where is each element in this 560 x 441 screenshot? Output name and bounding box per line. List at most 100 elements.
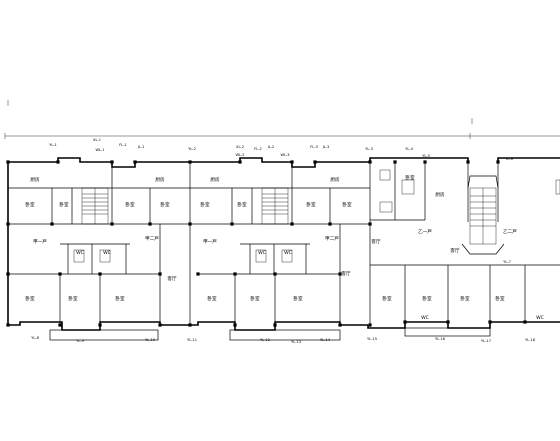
pipe-label-p20: YL-9: [76, 339, 84, 343]
reference-ticks: [7, 100, 473, 124]
column-15: [290, 222, 294, 226]
column-8: [368, 160, 372, 164]
column-26: [6, 323, 10, 327]
room-label-wc4: WC: [284, 250, 292, 256]
room-label-liv4: 客厅: [450, 247, 460, 254]
room-label-wc2: WC: [103, 250, 111, 256]
column-19: [58, 272, 62, 276]
unit-1-walls: [8, 167, 190, 325]
pipe-label-p8: WL-2: [235, 153, 244, 157]
pipe-label-p5: JL-1: [137, 145, 145, 149]
pipe-label-p27: YL-16: [435, 337, 446, 341]
stair-3: [469, 187, 497, 245]
pipe-label-p7: XL-2: [236, 145, 244, 149]
column-28: [98, 323, 102, 327]
room-label-kit3: 厨房: [210, 176, 220, 183]
room-label-kit1: 厨房: [30, 176, 40, 183]
room-label-apt3: 甲一戸: [203, 239, 217, 245]
pipe-label-p14: YL-3: [365, 147, 373, 151]
column-20: [98, 272, 102, 276]
columns: [6, 160, 527, 327]
pipe-label-p12: FL-3: [310, 145, 318, 149]
pipe-label-p4: FL-1: [119, 143, 127, 147]
column-24: [273, 272, 277, 276]
column-16: [328, 222, 332, 226]
pipe-label-p24: YL-13: [291, 340, 301, 344]
room-label-liv3: 客厅: [371, 238, 381, 245]
column-10: [50, 222, 54, 226]
pipe-label-p11: WL-3: [280, 153, 289, 157]
column-11: [110, 222, 114, 226]
column-32: [273, 323, 277, 327]
room-label-kit5: 厨房: [435, 191, 445, 198]
column-12: [148, 222, 152, 226]
column-27: [58, 323, 62, 327]
column-36: [446, 320, 450, 324]
room-label-bed1: 卧室: [25, 201, 35, 208]
column-0: [6, 160, 10, 164]
column-13: [188, 222, 192, 226]
room-label-bed4: 卧室: [160, 201, 170, 208]
pipe-label-p29: YL-18: [525, 338, 536, 342]
room-label-apt6: 乙二戸: [503, 228, 517, 235]
column-30: [188, 323, 192, 327]
room-label-apt2: 甲二戸: [145, 236, 159, 242]
pipe-label-p18: YL-7: [503, 260, 511, 264]
column-22: [196, 272, 200, 276]
room-label-bed7: 卧室: [306, 201, 316, 208]
stair-2: [261, 187, 289, 225]
room-label-bed10: 卧室: [25, 295, 35, 302]
room-label-bed5: 卧室: [200, 201, 210, 208]
room-label-kit4: 厨房: [330, 176, 340, 183]
pipe-label-p22: YL-11: [187, 338, 197, 342]
column-37: [488, 320, 492, 324]
pipe-label-p6: YL-2: [188, 147, 196, 151]
column-23: [233, 272, 237, 276]
pipe-label-p9: FL-2: [254, 147, 262, 151]
pipe-label-p16: YL-5: [422, 154, 430, 158]
room-label-bed3: 卧室: [125, 201, 135, 208]
column-34: [368, 323, 372, 327]
pipe-label-p26: YL-15: [367, 337, 377, 341]
pipe-label-p3: WL-1: [95, 148, 104, 152]
column-14: [230, 222, 234, 226]
room-label-bed13: 卧室: [207, 295, 217, 302]
column-42: [423, 160, 427, 164]
column-35: [403, 320, 407, 324]
column-29: [158, 323, 162, 327]
column-41: [393, 160, 397, 164]
unit-3-walls: [369, 158, 560, 325]
room-label-bed2: 卧室: [59, 201, 69, 208]
column-38: [523, 320, 527, 324]
room-label-kit2: 厨房: [155, 176, 165, 183]
pipe-label-p13: JL-3: [322, 145, 330, 149]
room-label-bed15: 卧室: [293, 295, 303, 302]
pipe-label-p23: YL-12: [260, 338, 270, 342]
column-7: [313, 160, 317, 164]
entry-canopy: [461, 175, 505, 255]
pipe-label-p15: YL-4: [405, 147, 413, 151]
room-label-liv2: 客厅: [341, 270, 351, 277]
column-40: [496, 160, 500, 164]
pipe-label-p21: YL-10: [145, 338, 156, 342]
pipe-label-p19: YL-8: [31, 336, 39, 340]
pipe-label-p10: JL-2: [267, 145, 275, 149]
axis-tick-line: [4, 133, 560, 139]
room-label-wc3: WC: [258, 250, 266, 256]
room-label-apt1: 甲一戸: [33, 239, 47, 245]
room-label-wc1: WC: [76, 250, 84, 256]
column-6: [290, 160, 294, 164]
room-label-apt4: 甲二戸: [325, 236, 339, 242]
room-label-bed9: 卧室: [405, 174, 415, 181]
room-label-bed14: 卧室: [250, 295, 260, 302]
column-39: [466, 160, 470, 164]
stair-1: [81, 187, 109, 225]
room-label-wc6: WC: [536, 315, 544, 321]
column-2: [110, 160, 114, 164]
column-21: [158, 272, 162, 276]
room-label-wc5: WC: [421, 315, 429, 321]
pipe-label-p1: YL-1: [49, 143, 57, 147]
pipe-label-p28: YL-17: [481, 339, 491, 343]
